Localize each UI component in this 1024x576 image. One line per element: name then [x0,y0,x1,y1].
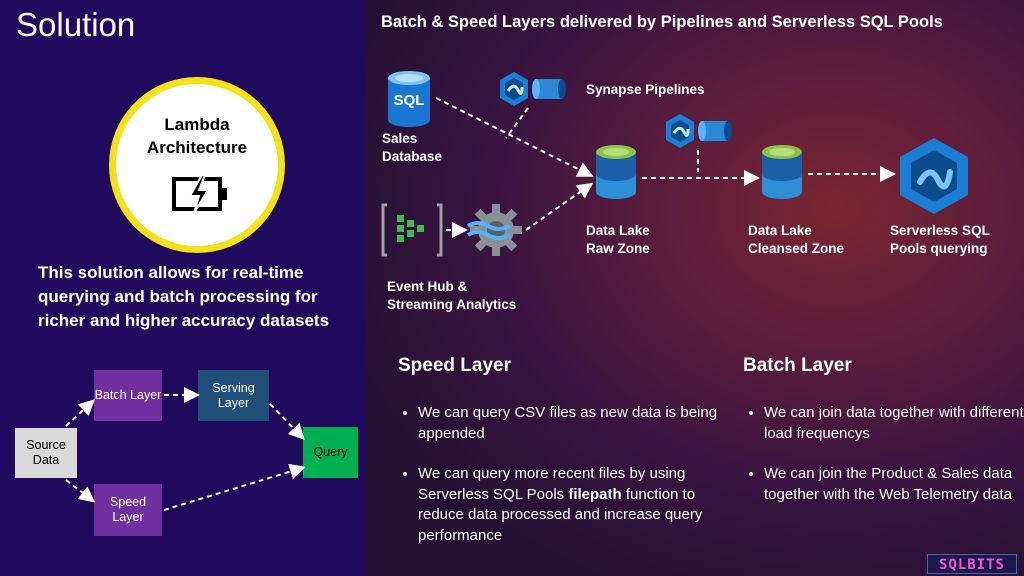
lambda-label-line1: Lambda [164,115,230,134]
speed-bullet-2-pre: We can query more recent files by using … [418,465,686,503]
speed-bullet-2-bold: filepath [568,485,622,503]
raw-zone-label: Data Lake Raw Zone [586,222,650,258]
synapse-pipeline-icon-2 [666,114,732,148]
synapse-pipelines-label: Synapse Pipelines [586,82,705,97]
speed-layer-box: Speed Layer [94,484,162,536]
cleansed-zone-label: Data Lake Cleansed Zone [748,222,844,258]
sales-database-line1: Sales [382,131,418,146]
arrow-stream-to-raw [525,182,594,231]
speed-layer-heading: Speed Layer [398,355,511,376]
battery-charging-icon [172,175,227,213]
sqlbits-logo: SQLBITS [927,554,1017,574]
source-data-box: Source Data [15,428,77,478]
synapse-serverless-icon [900,138,968,214]
event-hub-line1: Event Hub & [387,279,468,294]
arrow-sql-to-raw [435,97,594,177]
arrow-speed-to-query [163,463,306,511]
data-lake-raw-icon [596,145,636,199]
sales-database-line2: Database [382,149,443,164]
arrow-serving-to-query [269,403,305,440]
pipeline-connector-top [505,107,529,139]
speed-bullet-2: We can query more recent files by using … [418,464,718,546]
speed-layer-bullets: We can query CSV files as new data is be… [396,403,718,566]
lambda-label-line2: Architecture [146,138,248,157]
lambda-label: Lambda Architecture [109,113,285,159]
event-hub-label: Event Hub & Streaming Analytics [387,278,516,314]
batch-bullet-2: We can join the Product & Sales data tog… [764,464,1024,505]
streaming-analytics-gear-icon [466,204,522,256]
cleansed-zone-line1: Data Lake [748,223,812,238]
sql-icon-text: SQL [393,92,425,109]
slide-title: Solution [16,6,136,43]
lead-text: This solution allows for real-time query… [38,263,330,330]
sql-database-icon [388,71,430,127]
synapse-pipeline-icon [500,72,566,106]
speed-bullet-1: We can query CSV files as new data is be… [418,403,718,444]
query-box: Query [303,427,358,478]
batch-layer-heading: Batch Layer [743,355,852,376]
serverless-line1: Serverless SQL [890,223,990,238]
data-lake-cleansed-icon [762,145,802,199]
event-hub-icon [381,203,443,257]
batch-layer-bullets: We can join data together with different… [742,403,1024,525]
arrow-source-to-speed [65,479,96,503]
lambda-circle [109,77,285,253]
speed-bullet-2-post: function to reduce data processed and in… [418,485,703,544]
serverless-line2: Pools querying [890,241,988,256]
raw-zone-line2: Raw Zone [586,241,650,256]
right-panel [366,0,1024,576]
batch-layer-box: Batch Layer [94,370,162,421]
right-heading: Batch & Speed Layers delivered by Pipeli… [381,13,943,31]
serving-layer-box: Serving Layer [198,370,269,421]
event-hub-line2: Streaming Analytics [387,297,517,312]
cleansed-zone-line2: Cleansed Zone [748,241,845,256]
raw-zone-line1: Data Lake [586,223,650,238]
sales-database-label: Sales Database [382,130,442,166]
arrow-source-to-batch [65,399,95,427]
serverless-label: Serverless SQL Pools querying [890,222,990,258]
batch-bullet-1: We can join data together with different… [764,403,1024,444]
